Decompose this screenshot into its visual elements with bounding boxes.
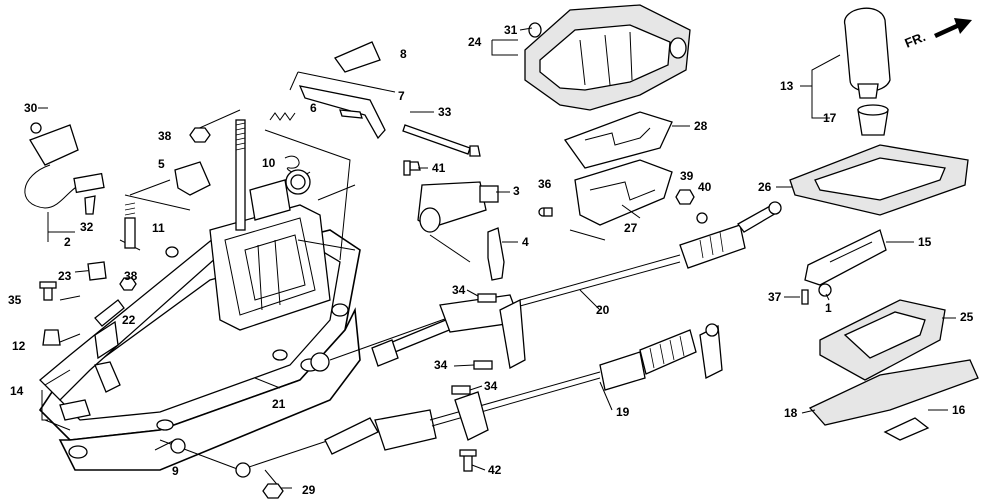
label-part-11: 11 xyxy=(152,221,165,235)
shift-base-assembly xyxy=(38,119,361,471)
label-part-23: 23 xyxy=(58,269,72,283)
label-part-26: 26 xyxy=(758,180,772,194)
part-number-labels: 30 2 32 23 35 12 14 9 29 21 22 38 11 5 3… xyxy=(8,23,974,497)
label-part-17: 17 xyxy=(823,111,837,125)
label-part-24: 24 xyxy=(468,35,482,49)
label-part-21: 21 xyxy=(272,397,286,411)
label-part-10: 10 xyxy=(262,156,276,170)
label-part-13: 13 xyxy=(780,79,794,93)
label-part-34-mid: 34 xyxy=(434,358,448,372)
label-part-16: 16 xyxy=(952,403,966,417)
label-part-19: 19 xyxy=(616,405,630,419)
label-part-1: 1 xyxy=(825,301,832,315)
label-part-27: 27 xyxy=(624,221,638,235)
label-part-3: 3 xyxy=(513,184,520,198)
label-part-35: 35 xyxy=(8,293,22,307)
solenoid-assembly xyxy=(409,161,548,281)
label-part-8: 8 xyxy=(400,47,407,61)
label-part-40: 40 xyxy=(698,180,712,194)
label-part-22: 22 xyxy=(122,313,136,327)
upper-housing xyxy=(524,4,691,111)
label-part-29: 29 xyxy=(302,483,316,497)
label-part-36: 36 xyxy=(538,177,552,191)
label-part-30: 30 xyxy=(24,101,38,115)
label-part-2: 2 xyxy=(64,235,71,249)
label-part-7: 7 xyxy=(398,89,405,103)
label-part-34-low: 34 xyxy=(484,379,498,393)
leader-ticks-right xyxy=(410,27,956,471)
front-direction-label: FR. xyxy=(903,29,928,51)
shift-knob xyxy=(844,7,891,136)
cable-20 xyxy=(310,201,782,372)
bracket-parts xyxy=(298,41,386,140)
label-part-5: 5 xyxy=(158,157,165,171)
front-direction-indicator: FR. xyxy=(903,18,972,51)
label-part-6: 6 xyxy=(310,101,317,115)
shift-plates xyxy=(563,111,673,241)
label-part-38-upper: 38 xyxy=(158,129,172,143)
rod-33 xyxy=(402,124,481,157)
label-part-9: 9 xyxy=(172,464,179,478)
wire-harness xyxy=(24,122,105,215)
cable-19 xyxy=(235,323,723,478)
label-part-42: 42 xyxy=(488,463,502,477)
label-part-31: 31 xyxy=(504,23,518,37)
console-panels xyxy=(789,144,979,441)
label-part-28: 28 xyxy=(694,119,708,133)
label-part-34-top: 34 xyxy=(452,283,466,297)
nuts-washers-right xyxy=(543,189,708,224)
label-part-25: 25 xyxy=(960,310,974,324)
label-part-37: 37 xyxy=(768,290,782,304)
label-part-12: 12 xyxy=(12,339,26,353)
label-part-20: 20 xyxy=(596,303,610,317)
front-arrow-icon xyxy=(934,18,972,38)
label-part-32: 32 xyxy=(80,220,94,234)
label-part-38-lower: 38 xyxy=(124,269,138,283)
small-hardware xyxy=(39,112,311,499)
label-part-14: 14 xyxy=(10,384,24,398)
label-part-33: 33 xyxy=(438,105,452,119)
label-part-4: 4 xyxy=(522,235,529,249)
label-part-41: 41 xyxy=(432,161,446,175)
label-part-15: 15 xyxy=(918,235,932,249)
label-part-39: 39 xyxy=(680,169,694,183)
label-part-18: 18 xyxy=(784,406,798,420)
